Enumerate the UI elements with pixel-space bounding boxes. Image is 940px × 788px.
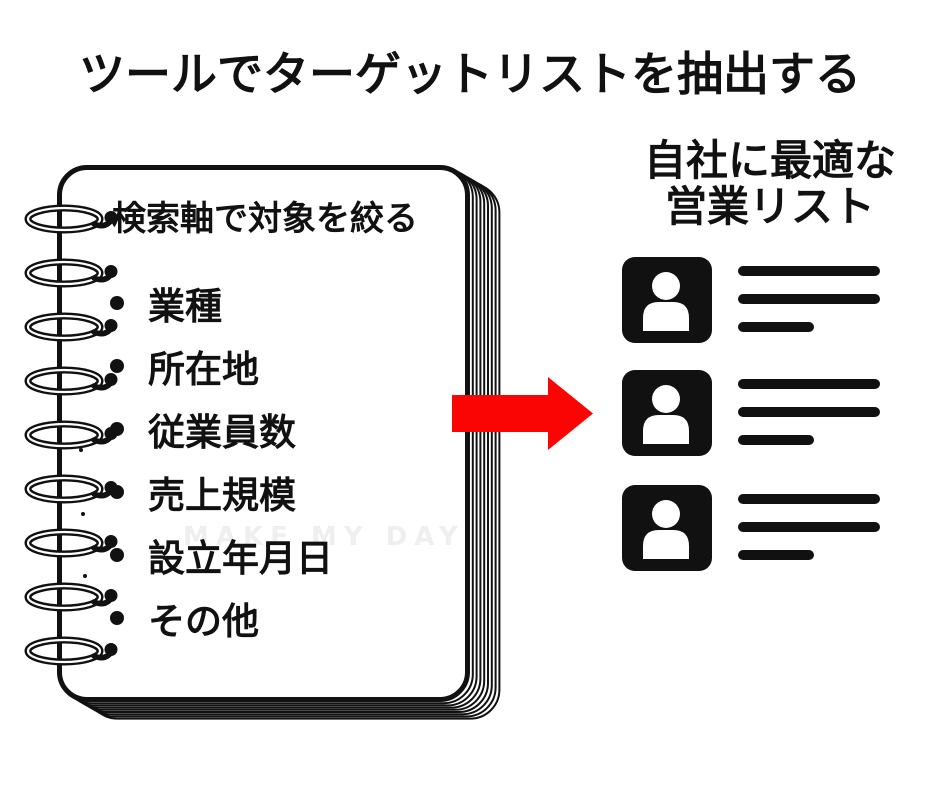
- notebook-page: [57, 165, 470, 702]
- bullet-icon: [110, 295, 124, 310]
- list-item-label: 業種: [148, 284, 222, 328]
- spiral-ring-icon: [22, 574, 122, 616]
- text-line: [738, 322, 814, 332]
- list-item-label: 売上規模: [148, 473, 296, 517]
- sales-list-row: [622, 485, 922, 575]
- text-line: [738, 379, 880, 389]
- text-line: [738, 407, 880, 417]
- text-line: [738, 550, 814, 560]
- watermark: MAKE MY DAY: [183, 522, 465, 552]
- list-item-label: その他: [148, 599, 259, 643]
- list-item: 売上規模: [110, 460, 333, 523]
- sales-list-row: [622, 257, 922, 347]
- binder-dot: [83, 574, 87, 578]
- text-line: [738, 435, 814, 445]
- list-item-label: 設立年月日: [148, 536, 333, 580]
- result-heading: 自社に最適な 営業リスト: [625, 138, 915, 230]
- result-heading-line1: 自社に最適な: [643, 136, 896, 185]
- spiral-ring-icon: [22, 196, 122, 238]
- spiral-ring-icon: [22, 466, 122, 508]
- text-line: [738, 494, 880, 504]
- list-item-label: 所在地: [148, 347, 259, 391]
- spiral-ring-icon: [22, 520, 122, 562]
- result-heading-line2: 営業リスト: [664, 182, 875, 231]
- person-icon: [622, 370, 712, 456]
- bullet-icon: [110, 547, 124, 562]
- list-item: その他: [110, 586, 333, 649]
- page-title: ツールでターゲットリストを抽出する: [79, 47, 861, 101]
- person-icon: [622, 257, 712, 343]
- notebook-header: 検索軸で対象を絞る: [112, 199, 418, 239]
- bullet-icon: [110, 610, 124, 625]
- spiral-ring-icon: [22, 304, 122, 346]
- spiral-ring-icon: [22, 412, 122, 454]
- list-item: 設立年月日: [110, 523, 333, 586]
- spiral-ring-icon: [22, 628, 122, 670]
- list-item: 業種: [110, 271, 333, 334]
- filter-list: 業種 所在地 従業員数 売上規模 設立年月日 その他: [110, 271, 333, 649]
- text-line: [738, 522, 880, 532]
- list-item-label: 従業員数: [148, 410, 296, 454]
- text-line: [738, 266, 880, 276]
- spiral-ring-icon: [22, 358, 122, 400]
- binder-dot: [79, 448, 83, 452]
- text-line: [738, 294, 880, 304]
- person-icon: [622, 485, 712, 571]
- list-item: 従業員数: [110, 397, 333, 460]
- spiral-ring-icon: [22, 250, 122, 292]
- flow-arrow-icon: [452, 377, 593, 450]
- binder-dot: [81, 512, 85, 516]
- sales-list-row: [622, 370, 922, 460]
- bullet-icon: [110, 358, 124, 373]
- list-item: 所在地: [110, 334, 333, 397]
